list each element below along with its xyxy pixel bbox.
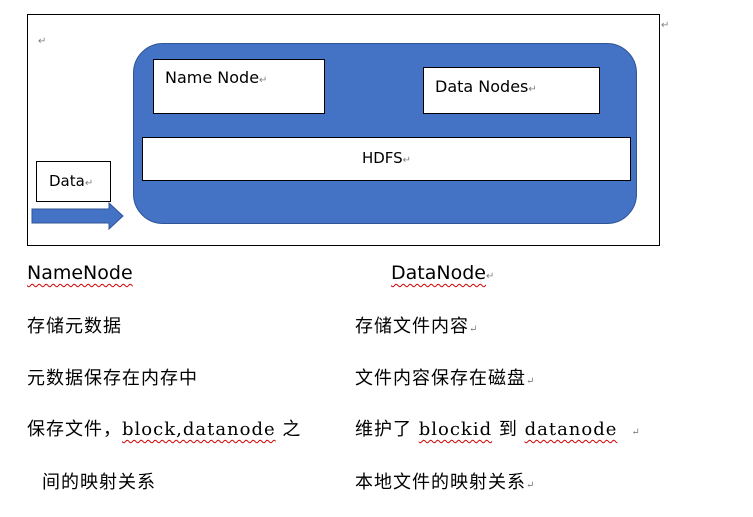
data-box: Data↵ xyxy=(36,161,111,202)
hdfs-box: HDFS↵ xyxy=(142,137,631,181)
data-nodes-label: Data Nodes xyxy=(435,77,529,96)
paragraph-mark: ↵ xyxy=(402,155,412,166)
right-arrow-icon xyxy=(31,202,124,230)
paragraph-mark: ↵ xyxy=(661,20,670,31)
datanode-desc-3: 维护了 blockid 到 datanode↵ xyxy=(355,419,641,440)
datanode-desc-2: 文件内容保存在磁盘↵ xyxy=(355,368,536,389)
paragraph-mark: ↵ xyxy=(259,75,268,86)
namenode-desc-1: 存储元数据 xyxy=(27,316,122,337)
paragraph-mark: ↵ xyxy=(84,178,94,189)
namenode-desc-2: 元数据保存在内存中 xyxy=(27,368,198,389)
hdfs-label: HDFS xyxy=(361,149,403,167)
name-node-label: Name Node xyxy=(165,68,260,87)
namenode-heading: NameNode xyxy=(27,262,133,284)
diagram-frame xyxy=(27,14,660,246)
name-node-box: Name Node↵ xyxy=(153,59,325,114)
datanode-desc-4: 本地文件的映射关系↵ xyxy=(355,472,536,493)
namenode-desc-4: 间的映射关系 xyxy=(42,472,156,493)
paragraph-mark: ↵ xyxy=(38,36,47,47)
datanode-heading: DataNode↵ xyxy=(391,262,495,284)
data-nodes-box: Data Nodes↵ xyxy=(423,67,600,114)
namenode-desc-3: 保存文件，block,datanode 之 xyxy=(27,419,302,440)
paragraph-mark: ↵ xyxy=(528,84,537,95)
data-label: Data xyxy=(49,172,85,190)
datanode-desc-1: 存储文件内容↵ xyxy=(355,316,479,337)
